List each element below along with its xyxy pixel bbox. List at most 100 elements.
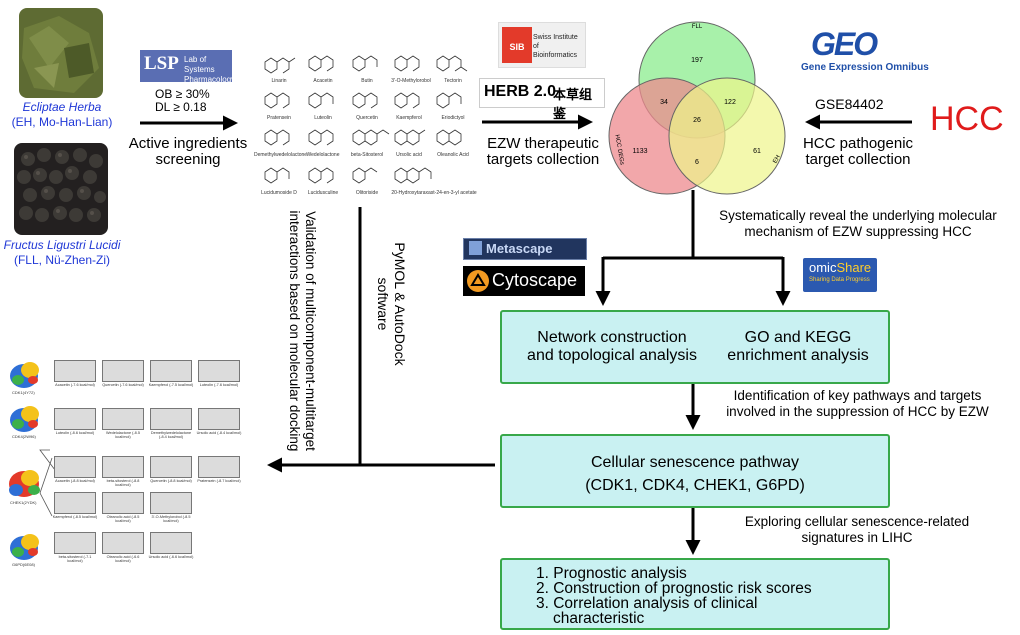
key-line2: involved in the suppression of HCC by EZ… [726,404,989,419]
sib-logo: SIB Swiss Institute of Bioinformatics [498,22,586,68]
analysis-box: Network construction and topological ana… [500,310,890,384]
network-line1: Network construction [537,329,687,346]
dock-caption: Demethylwedelolactone (-8.4 kcal/mol) [150,431,192,439]
venn-circle-eh [668,77,786,195]
herb-1-label: Ecliptae Herba (EH, Mo-Han-Lian) [10,100,114,130]
dock-caption: Wedelolactone (-8.5 kcal/mol) [106,431,140,439]
herb-1-latin: Ecliptae Herba [22,100,102,114]
venn-hcc-only: 1133 [632,148,647,155]
herb-logo-chinese: 本草组鉴 [553,88,593,122]
ingredient-lucidusculine: Lucidusculine [307,190,339,196]
omicshare-text: omicShare [809,260,871,275]
dock-caption: Luteolin (-8.6 kcal/mol) [55,431,95,435]
cytoscape-icon [467,270,489,292]
ingredient-luteolin: Luteolin [314,115,332,121]
venn-eh-only: 61 [753,148,761,155]
dock-caption: Acacetin (-8.8 kcal/mol) [55,479,95,483]
ingredient-tectorin: Tectorin [444,78,462,84]
lsp-abbr: LSP [144,53,179,74]
venn-fll-eh: 122 [724,99,736,106]
lsp-line2: Pharmacology [184,75,236,84]
ob-criterion: OB ≥ 30% [155,87,210,101]
key-line1: Identification of key pathways and targe… [733,388,982,403]
dock-tile [150,492,192,514]
lsp-line1: Lab of Systems [184,55,215,74]
senescence-line1: Cellular senescence pathway [590,454,800,471]
sib-line2: Bioinformatics [533,52,577,59]
fructus-ligustri-image [14,143,108,235]
dock-tile [54,492,96,514]
dock-tile [54,360,96,382]
dock-tile [102,492,144,514]
venn-fll-only: 197 [691,57,703,64]
enrichment-analysis: GO and KEGG enrichment analysis [716,329,880,365]
ingredient-quercetin: Quercetin [356,115,378,121]
validation-label: Validation of multicomponent-multitarget… [282,196,318,466]
protein-cdk1 [10,362,39,388]
ingredient-demethylwedelolactone: Demethylwedelolactone [254,152,308,158]
ingredient-eriodictyol: Eriodictyol [441,115,465,121]
omicshare-logo: omicShare Sharing Data Progress [803,258,877,292]
ingredient-acacetin: Acacetin [313,78,333,84]
venn-label-hcc: HCC DEGs [613,134,624,165]
docking-panel: CDK1(4Y72) CDK4(2W96) CHEK1(2YDK) G6PD(6… [0,350,260,575]
lsp-logo: LSP Lab of Systems Pharmacology [140,50,235,85]
ezw-targets-line2: targets collection [486,151,600,168]
dock-tile [54,456,96,478]
pymol-line1: PyMOL & AutoDock [392,242,408,366]
lsp-text: Lab of Systems Pharmacology [184,55,235,85]
reveal-line2: mechanism of EZW suppressing HCC [744,224,972,239]
prognostic-box: 1. Prognostic analysis 2. Construction o… [500,558,890,630]
dock-tile [198,456,240,478]
ecliptae-herba-image [19,8,103,98]
dock-caption: beta-sitosterol (-7.1 kcal/mol) [58,555,92,563]
ingredient-lucidumoside-d: Lucidumoside D [261,190,297,196]
validation-line2: interactions based on molecular docking [287,210,302,452]
prognostic-item-2: 2. Construction of prognostic risk score… [536,580,812,597]
screening-label: Active ingredients screening [122,136,254,168]
venn-label-fll: FLL [692,24,703,30]
dock-tile [102,532,144,554]
herb-logo: HERB 2.0 本草组鉴 [479,78,605,122]
bracket-line-a [39,457,53,494]
ingredient-oleanolic-acid: Oleanolic Acid [437,152,469,158]
dock-tile [150,408,192,430]
ezw-targets-label: EZW therapeutic targets collection [478,136,608,168]
network-analysis: Network construction and topological ana… [512,329,712,365]
geo-logo: GEO Gene Expression Omnibus [801,26,929,73]
dock-caption: Luteolin (-7.6 kcal/mol) [199,383,239,387]
ingredient-methylorobol: 3'-O-Methylorobol [391,78,431,84]
cytoscape-logo: Cytoscape [463,266,585,296]
screening-line2: screening [155,151,221,168]
omicshare-sub: Sharing Data Progress [809,277,870,283]
herb-logo-text: HERB 2.0 [484,83,557,100]
venn-fll-hcc: 34 [660,99,668,106]
dock-caption: Quercetin (-7.6 kcal/mol) [102,383,144,387]
ingredient-hydroxytaraxast: 20-Hydroxytaraxast-24-en-3-yl acetate [391,190,477,196]
hcc-targets-line2: target collection [805,151,911,168]
dock-caption: Ursolic acid (-6.6 kcal/mol) [148,555,194,559]
bracket-line-b [39,492,53,517]
key-pathways-note: Identification of key pathways and targe… [705,388,1010,420]
dock-caption: Ursolic acid (-8.4 kcal/mol) [196,431,242,435]
prognostic-item-3: 3. Correlation analysis of clinical [536,595,758,612]
dock-caption: 3'-O-Methylorobol (-8.5 kcal/mol) [151,515,191,523]
dock-tile [150,360,192,382]
omicshare-text-b: Share [836,260,872,275]
herb-2-common: (FLL, Nü-Zhen-Zi) [13,253,111,267]
cytoscape-text: Cytoscape [492,270,578,290]
protein-label-cdk1: CDK1(4Y72) [12,390,35,395]
dock-tile [102,360,144,382]
ingredient-butin: Butin [361,78,373,84]
explore-note: Exploring cellular senescence-related si… [722,514,992,546]
pymol-line2: software [375,277,391,331]
dock-caption: Quercetin (-8.8 kcal/mol) [150,479,192,483]
ingredient-pratensein: Pratensein [267,115,291,121]
dock-caption: Pratensein (-8.7 kcal/mol) [197,479,241,483]
ingredient-wedelolactone: Wedelolactone [306,152,340,158]
gse-id: GSE84402 [815,96,884,112]
hcc-label: HCC [930,100,1004,138]
dock-tile [102,408,144,430]
dock-caption: Kaempferol (-8.5 kcal/mol) [52,515,98,519]
